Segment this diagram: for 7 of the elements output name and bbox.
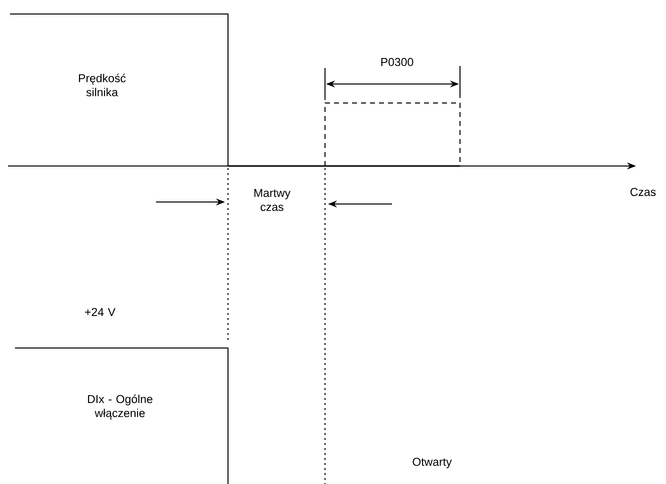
label: +24 V [85, 308, 116, 316]
label: Czas [630, 188, 656, 196]
label: Otwarty [412, 458, 452, 468]
label: P0300 [381, 58, 414, 66]
label: Prędkość silnika [78, 74, 126, 96]
label: Martwy czas [254, 188, 290, 211]
label: DIx - Ogólne włączenie [88, 394, 152, 420]
